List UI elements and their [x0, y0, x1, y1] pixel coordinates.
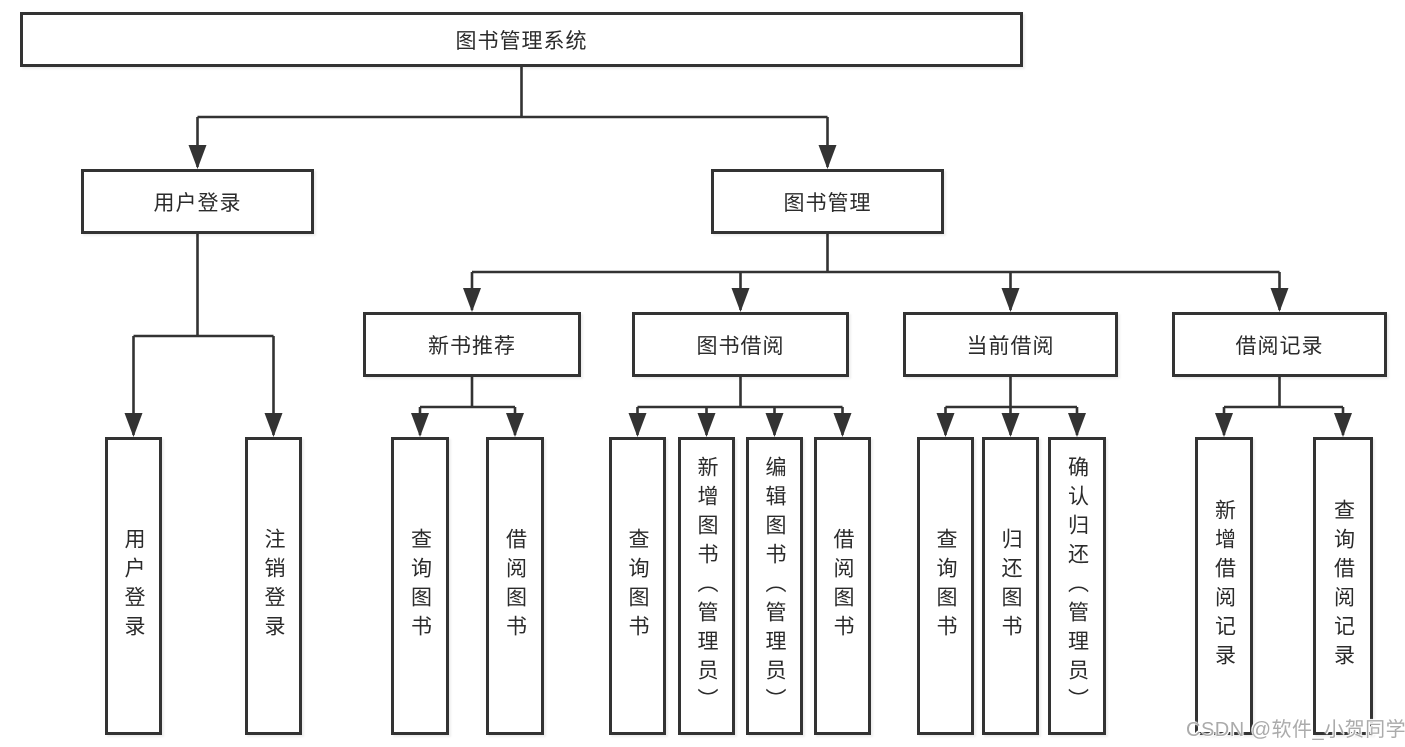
leaf-return-books-label: 归还图书 — [999, 528, 1022, 644]
node-current-borrow-label: 当前借阅 — [966, 334, 1055, 358]
leaf-borrow-books-2-label: 借阅图书 — [831, 528, 854, 644]
leaf-query-books-2: 查询图书 — [609, 437, 666, 735]
leaf-add-books-admin-label: 新增图书（管理员） — [695, 455, 718, 717]
leaf-query-books-2-label: 查询图书 — [626, 528, 649, 644]
leaf-add-books-admin: 新增图书（管理员） — [678, 437, 735, 735]
leaf-query-borrow-record-label: 查询借阅记录 — [1331, 499, 1355, 673]
node-book-borrow-label: 图书借阅 — [696, 334, 785, 358]
leaf-user-login-label: 用户登录 — [122, 528, 145, 644]
leaf-user-login: 用户登录 — [105, 437, 162, 735]
node-borrow-records-label: 借阅记录 — [1235, 334, 1324, 358]
node-new-book-recommend-label: 新书推荐 — [428, 334, 516, 358]
leaf-edit-books-admin-label: 编辑图书（管理员） — [763, 455, 786, 717]
leaf-logout-login-label: 注销登录 — [262, 528, 285, 644]
node-user-login-label: 用户登录 — [153, 191, 242, 215]
node-borrow-records: 借阅记录 — [1172, 312, 1387, 377]
csdn-watermark: CSDN @软件_小贺同学 — [1186, 719, 1405, 741]
leaf-query-books-1: 查询图书 — [391, 437, 449, 735]
node-book-borrow: 图书借阅 — [632, 312, 849, 377]
leaf-query-books-3: 查询图书 — [917, 437, 974, 735]
node-book-management-label: 图书管理 — [783, 191, 872, 215]
leaf-query-books-3-label: 查询图书 — [934, 528, 957, 644]
leaf-borrow-books-2: 借阅图书 — [814, 437, 871, 735]
leaf-logout-login: 注销登录 — [245, 437, 302, 735]
leaf-query-borrow-record: 查询借阅记录 — [1313, 437, 1373, 735]
node-current-borrow: 当前借阅 — [903, 312, 1118, 377]
leaf-edit-books-admin: 编辑图书（管理员） — [746, 437, 803, 735]
leaf-query-books-1-label: 查询图书 — [408, 528, 432, 644]
leaf-confirm-return-admin: 确认归还（管理员） — [1048, 437, 1106, 735]
leaf-add-borrow-record-label: 新增借阅记录 — [1212, 499, 1236, 673]
leaf-borrow-books-1-label: 借阅图书 — [503, 528, 527, 644]
leaf-add-borrow-record: 新增借阅记录 — [1195, 437, 1253, 735]
node-book-management: 图书管理 — [711, 169, 944, 234]
leaf-borrow-books-1: 借阅图书 — [486, 437, 544, 735]
node-root: 图书管理系统 — [20, 12, 1023, 67]
node-root-label: 图书管理系统 — [455, 29, 588, 53]
leaf-return-books: 归还图书 — [982, 437, 1039, 735]
leaf-confirm-return-admin-label: 确认归还（管理员） — [1065, 455, 1089, 717]
node-user-login: 用户登录 — [81, 169, 314, 234]
node-new-book-recommend: 新书推荐 — [363, 312, 581, 377]
